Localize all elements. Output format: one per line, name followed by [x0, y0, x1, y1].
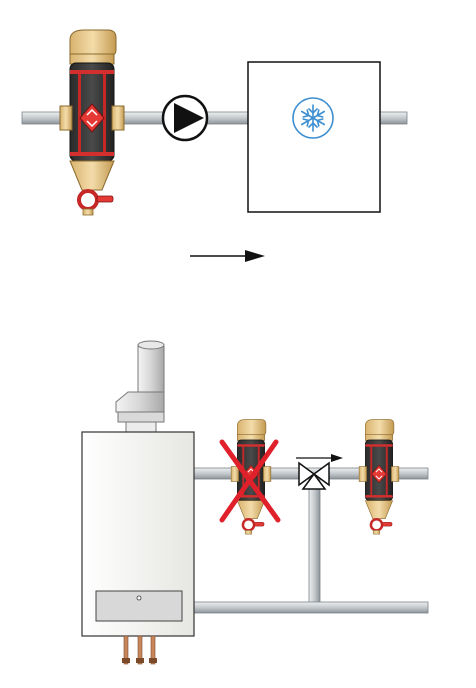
boiler-control-panel	[95, 590, 183, 622]
circulation-pump-icon	[161, 94, 209, 142]
three-way-valve-icon	[298, 461, 330, 490]
dirt-separator	[58, 28, 126, 217]
boiler-connection-pipes	[122, 635, 157, 665]
top-scheme	[21, 28, 408, 262]
chiller-unit	[247, 61, 381, 213]
flue-pipe	[115, 340, 165, 433]
wall-boiler	[81, 431, 195, 665]
bottom-scheme	[81, 340, 429, 665]
snowflake-icon	[292, 97, 334, 139]
flow-arrow-icon	[190, 250, 265, 262]
flow-arrow-small-icon	[296, 454, 343, 462]
indicator-light-icon	[136, 595, 142, 601]
dirt-separator-correct	[357, 418, 401, 536]
cross-mark-icon	[219, 439, 281, 523]
